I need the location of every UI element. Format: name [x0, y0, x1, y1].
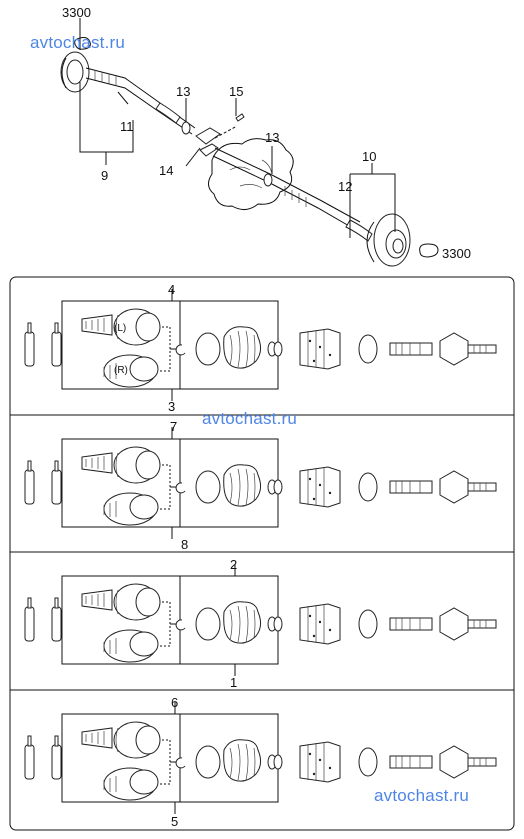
left-hub-flange: [60, 51, 90, 93]
housing-label-right: (R): [114, 365, 128, 376]
housing-label-left: (L): [114, 323, 126, 334]
left-shaft: [85, 67, 196, 135]
watermark-bottom: avtochast.ru: [374, 786, 470, 805]
callout-12: 12: [338, 179, 352, 194]
kit-label-5: 5: [171, 814, 178, 829]
right-shaft: [212, 147, 373, 242]
drive-shaft-assembly-drawing: 3300 11 9 13 15 14 13 10 12 3300: [60, 5, 471, 267]
callout-13-left: 13: [176, 84, 190, 99]
watermark-middle: avtochast.ru: [202, 409, 298, 428]
watermark-top: avtochast.ru: [30, 33, 126, 52]
right-hub-disc: [366, 213, 411, 267]
callout-3300-right: 3300: [442, 246, 471, 261]
plug-outline-right: [419, 243, 439, 258]
kit-label-4: 4: [168, 282, 175, 297]
kit-label-1: 1: [230, 675, 237, 690]
callout-11: 11: [120, 119, 134, 134]
callout-13-right: 13: [265, 130, 279, 145]
kit-label-7: 7: [170, 419, 177, 434]
callout-10: 10: [362, 149, 376, 164]
plug-outline-top: [74, 37, 91, 50]
leader-lines: [79, 18, 396, 238]
callout-14: 14: [159, 163, 173, 178]
kit-panels-frame: [9, 276, 515, 831]
callout-9: 9: [101, 168, 108, 183]
kit-panel-6-5: [24, 702, 497, 814]
center-bearing-bracket: [195, 113, 245, 157]
kit-label-6: 6: [171, 695, 178, 710]
kit-panel-2-1: [24, 564, 497, 676]
kit-label-8: 8: [181, 537, 188, 552]
kit-panel-7-8: [24, 427, 497, 539]
kit-panel-4-3: [24, 289, 497, 401]
kit-label-2: 2: [230, 557, 237, 572]
callout-15: 15: [229, 84, 243, 99]
kit-label-3: 3: [168, 399, 175, 414]
callout-3300-top: 3300: [62, 5, 91, 20]
